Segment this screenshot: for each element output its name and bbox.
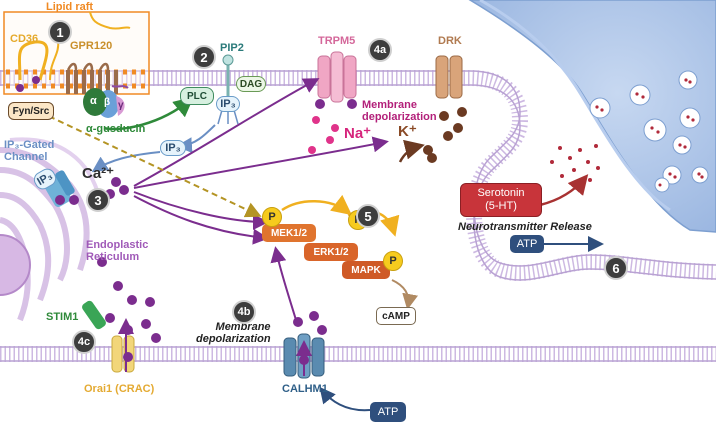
- synaptic-vesicles: [589, 70, 709, 193]
- orai1-label: Orai1 (CRAC): [84, 383, 155, 395]
- trpm5-channel: [317, 51, 357, 103]
- calhm1-label: CALHM1: [282, 383, 328, 395]
- pip2-complex: [217, 54, 239, 125]
- stim1-protein: [82, 300, 106, 330]
- step-5-marker: 5: [356, 204, 380, 228]
- potassium-ions: [423, 107, 467, 163]
- membrane-depolarization-b-label: Membrane depolarization: [196, 321, 271, 345]
- drk-label: DRK: [438, 35, 462, 47]
- plc-box: PLC: [180, 87, 214, 105]
- gpr120-label: GPR120: [70, 40, 113, 52]
- gamma-subunit-label: γ: [118, 100, 124, 111]
- gpr120-receptor: [66, 11, 131, 94]
- g-protein: [83, 85, 129, 118]
- phospho-mapk: P: [383, 251, 403, 271]
- trpm5-label: TRPM5: [318, 35, 356, 47]
- step-1-marker: 1: [48, 20, 72, 44]
- serotonin-box: Serotonin (5-HT): [460, 183, 542, 217]
- cd36-label: CD36: [10, 33, 39, 45]
- potassium-label: K⁺: [398, 123, 417, 140]
- step-4a-marker: 4a: [368, 38, 392, 62]
- stim1-label: STIM1: [46, 311, 79, 323]
- ip3-gated-channel-label: IP₃-Gated Channel: [4, 139, 55, 163]
- cd36-receptor: [17, 40, 49, 81]
- atp-calhm1-box: ATP: [370, 402, 406, 422]
- mek-box: MEK1/2: [262, 224, 316, 242]
- pip2-label: PIP2: [220, 42, 244, 54]
- dag-box: DAG: [236, 76, 266, 92]
- nucleus: [0, 234, 31, 296]
- fyn-src-box: Fyn/Src: [8, 102, 54, 120]
- beta-subunit-label: β: [104, 97, 111, 108]
- membrane-depolarization-a-label: Membrane depolarization: [362, 99, 437, 123]
- lipid-raft-label: Lipid raft: [46, 1, 94, 13]
- calcium-label: Ca²⁺: [82, 165, 115, 182]
- phospho-mek: P: [262, 207, 282, 227]
- step-4b-marker: 4b: [232, 300, 256, 324]
- atp-release-box: ATP: [510, 235, 544, 253]
- alpha-subunit-label: α: [90, 95, 97, 107]
- drk-channel: [435, 55, 463, 99]
- camp-box: cAMP: [376, 307, 416, 325]
- ip3-free-label: IP₃: [160, 140, 186, 156]
- step-3-marker: 3: [86, 188, 110, 212]
- neurotransmitter-release-label: Neurotransmitter Release: [458, 221, 592, 233]
- ip3-receptor-label: IP₃: [216, 96, 240, 112]
- step-6-marker: 6: [604, 256, 628, 280]
- serotonin-molecules: [550, 144, 600, 188]
- mapk-box: MAPK: [342, 261, 390, 279]
- er-label: Endoplastic Reticulum: [86, 239, 149, 263]
- sodium-ions: [308, 116, 339, 154]
- alpha-gusducin-label: α-gusducin: [86, 123, 146, 135]
- step-4c-marker: 4c: [72, 330, 96, 354]
- sodium-label: Na⁺: [344, 125, 372, 142]
- step-2-marker: 2: [192, 45, 216, 69]
- neuron-terminal: [468, 0, 716, 233]
- erk-box: ERK1/2: [304, 243, 358, 261]
